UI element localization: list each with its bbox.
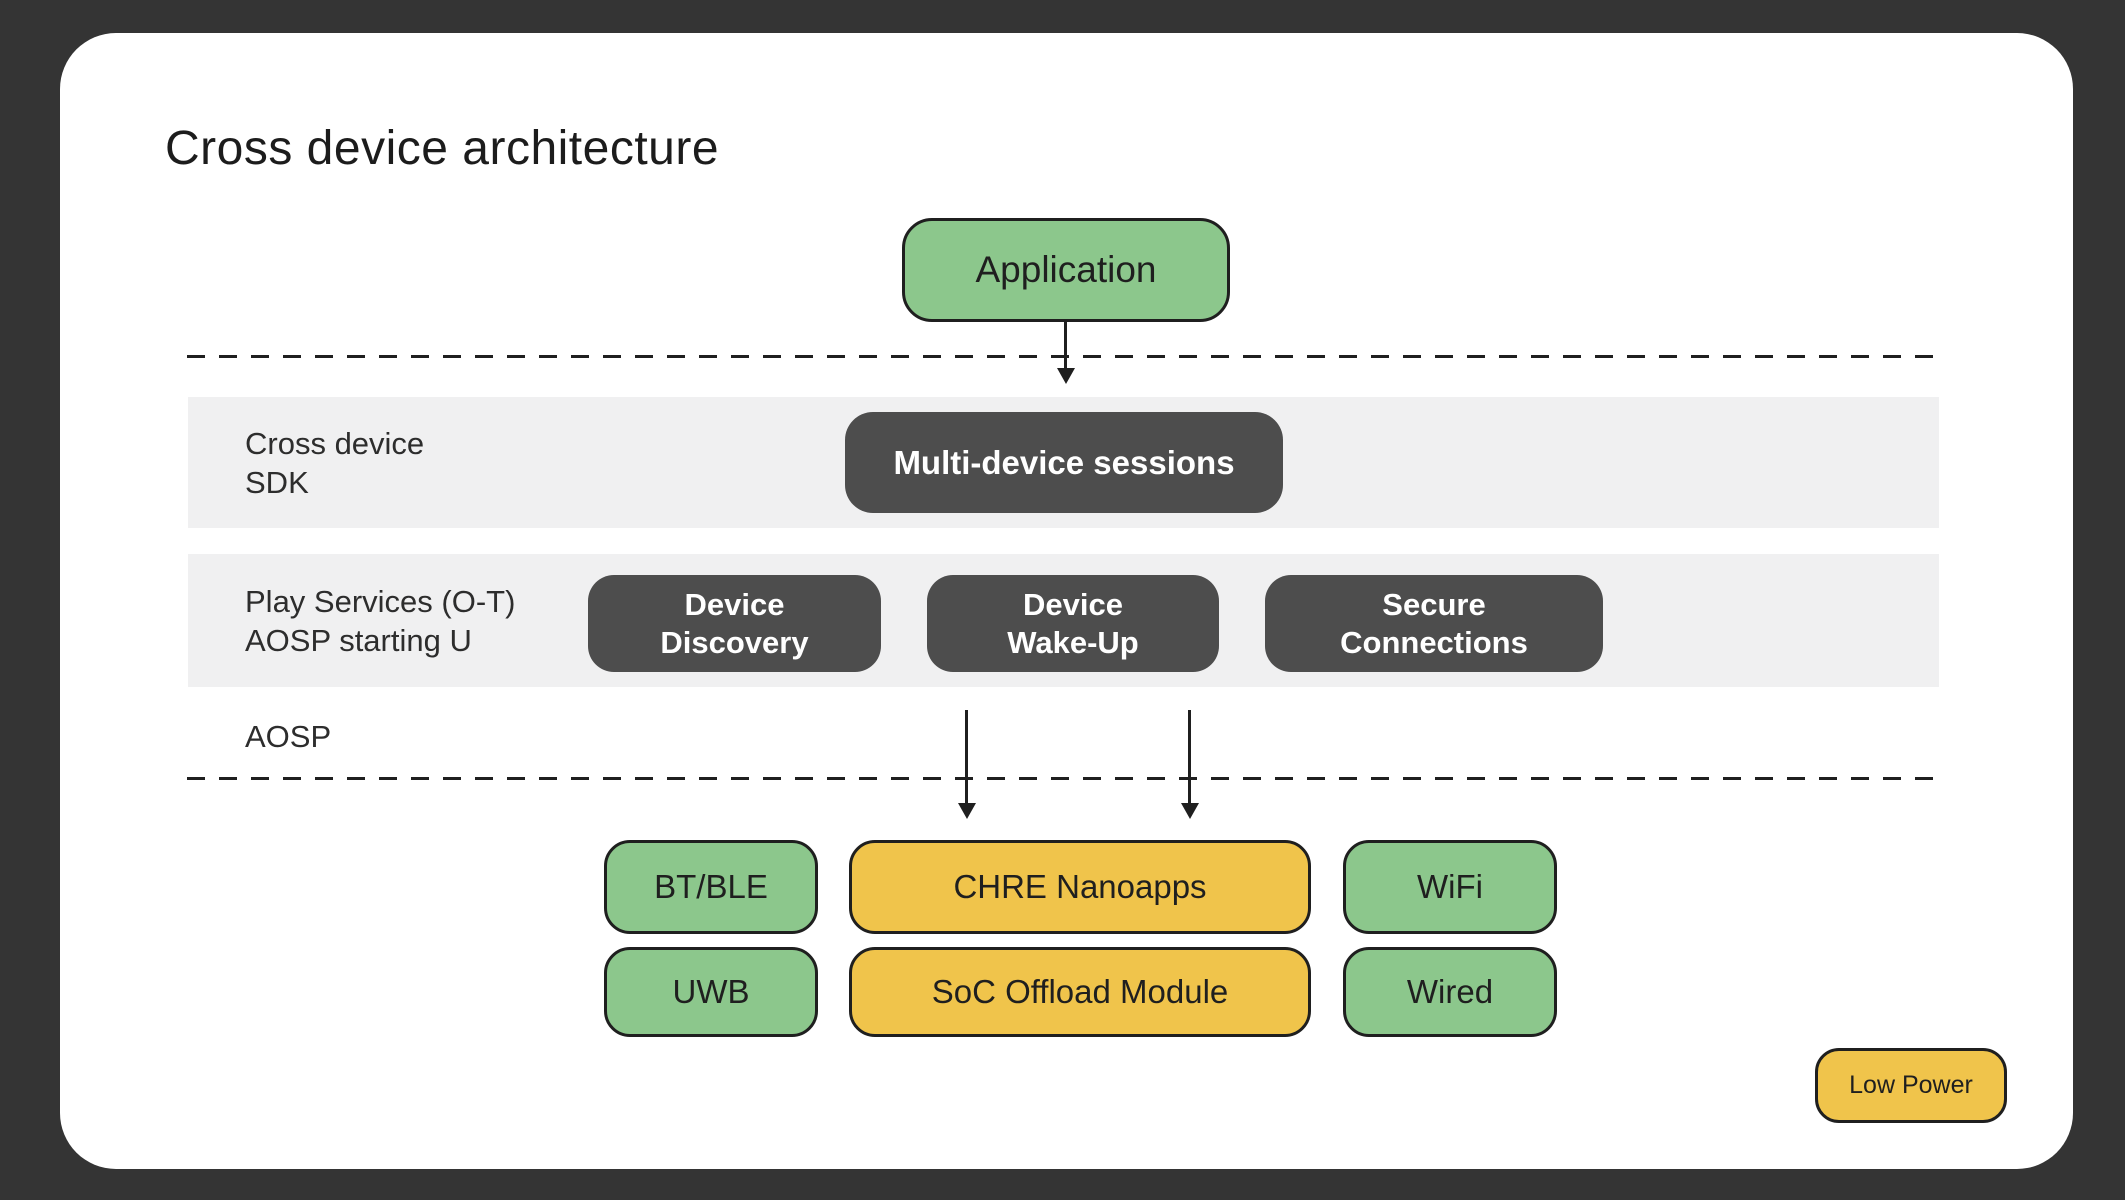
arrow-left-down-icon — [965, 710, 968, 804]
slide-card: Cross device architecture Application Cr… — [60, 33, 2073, 1169]
device-discovery-box: Device Discovery — [588, 575, 881, 672]
dashed-divider-bottom — [187, 777, 1933, 780]
wifi-box: WiFi — [1343, 840, 1557, 934]
aosp-row-label: AOSP — [245, 718, 332, 754]
uwb-box: UWB — [604, 947, 818, 1037]
wired-box: Wired — [1343, 947, 1557, 1037]
arrow-application-down-icon — [1064, 322, 1067, 369]
bt-ble-box: BT/BLE — [604, 840, 818, 934]
dashed-divider-top — [187, 355, 1933, 358]
slide-title: Cross device architecture — [165, 122, 720, 175]
sdk-row-label: Cross device SDK — [245, 425, 425, 500]
play-services-row-label: Play Services (O-T) AOSP starting U — [245, 583, 516, 658]
arrow-right-down-icon — [1188, 710, 1191, 804]
multi-device-sessions-box: Multi-device sessions — [845, 412, 1283, 513]
device-wake-up-box: Device Wake-Up — [927, 575, 1219, 672]
low-power-badge: Low Power — [1815, 1048, 2007, 1123]
application-box: Application — [902, 218, 1230, 322]
secure-connections-box: Secure Connections — [1265, 575, 1603, 672]
chre-nanoapps-box: CHRE Nanoapps — [849, 840, 1311, 934]
soc-offload-module-box: SoC Offload Module — [849, 947, 1311, 1037]
